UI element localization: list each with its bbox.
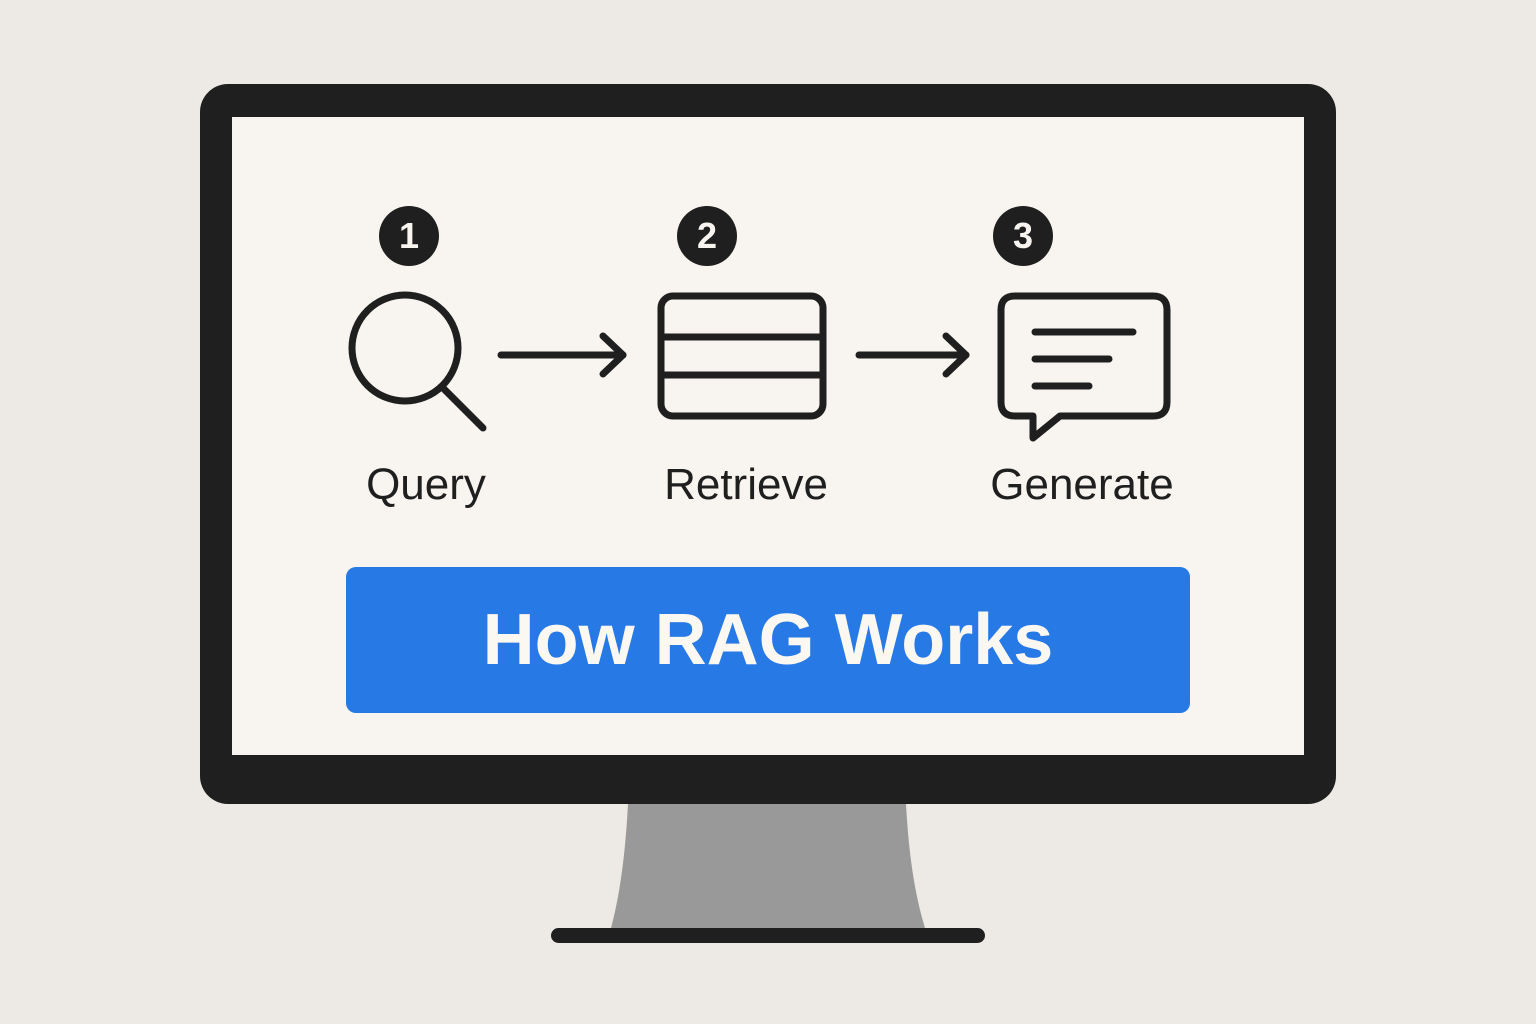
step-2-label: Retrieve	[664, 460, 828, 509]
step-2-badge: 2	[677, 206, 737, 266]
step-1-badge: 1	[379, 206, 439, 266]
speech-bubble-icon	[997, 292, 1171, 442]
step-3-badge: 3	[993, 206, 1053, 266]
database-table-icon	[657, 292, 827, 420]
step-3-label: Generate	[990, 460, 1174, 509]
magnifying-glass-icon	[348, 291, 487, 432]
step-1-label: Query	[366, 460, 486, 509]
title-banner: How RAG Works	[346, 567, 1190, 713]
arrow-right-icon	[855, 332, 970, 378]
arrow-right-icon	[497, 332, 627, 378]
